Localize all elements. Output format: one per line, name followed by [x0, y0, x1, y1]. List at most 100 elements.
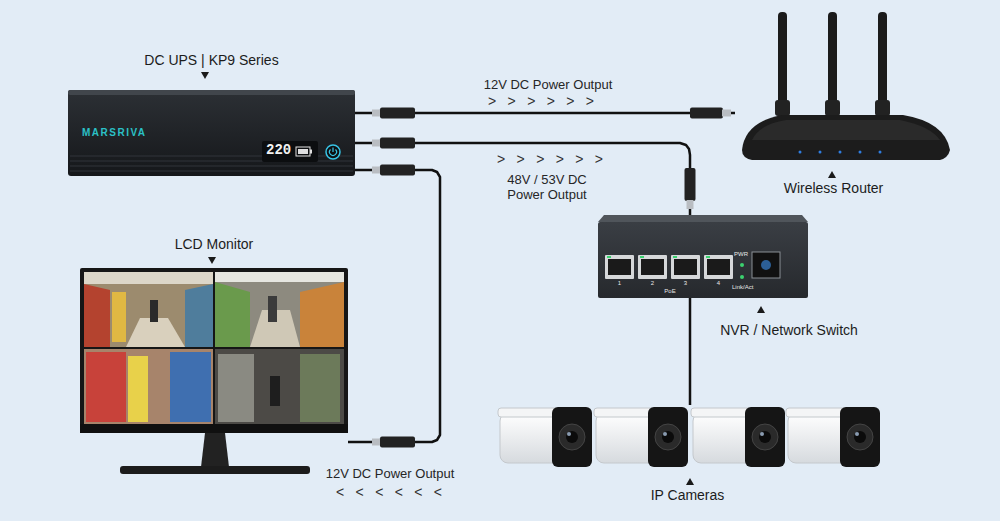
monitor-base [120, 466, 310, 474]
camera-front [840, 407, 880, 467]
port-socket [674, 259, 697, 275]
camera-lens [752, 424, 778, 450]
camera-front [552, 407, 592, 467]
flow-chevrons: > > > > > > [497, 151, 603, 167]
store-shelf [218, 354, 254, 422]
lcd-monitor: LCD Monitor [80, 268, 348, 478]
store-shelf [300, 354, 340, 422]
store-shelf [84, 284, 110, 347]
antenna-base [775, 100, 790, 116]
port-number: 1 [615, 280, 625, 286]
camera-lens [847, 424, 873, 450]
store-floor [126, 318, 185, 347]
antenna-base [825, 100, 840, 116]
camera-lens [655, 424, 681, 450]
pointer-triangle [757, 306, 765, 313]
video-tile [84, 349, 213, 424]
cable-label: 12V DC Power Output [468, 78, 628, 93]
ethernet-port [704, 255, 733, 279]
led-label: PWR [734, 251, 754, 257]
cable-label: 48V / 53V DC Power Output [497, 173, 597, 203]
monitor-bezel [80, 268, 348, 433]
camera-visor [594, 408, 654, 417]
dc-plug-tip [372, 140, 381, 147]
camera-lens [559, 424, 585, 450]
router-led [799, 151, 802, 154]
battery-level [298, 149, 308, 154]
camera-front [648, 407, 688, 467]
monitor-neck [201, 433, 229, 467]
store-shelf [185, 284, 213, 347]
pointer-triangle [201, 72, 209, 79]
flow-chevrons: > > > > > > [488, 93, 594, 109]
camera-front [745, 407, 785, 467]
dc-plug [380, 138, 415, 149]
flow-chevrons: < < < < < < [336, 484, 442, 500]
port-socket [641, 259, 664, 275]
switch-body [598, 222, 808, 298]
device-label: Wireless Router [725, 180, 942, 196]
lens-glint [855, 432, 859, 436]
power-symbol [330, 148, 337, 156]
dc-plug [690, 108, 723, 119]
dc-plug-tip [722, 110, 731, 117]
pointer-triangle [686, 478, 694, 485]
ethernet-port [638, 255, 667, 279]
port-led [673, 256, 677, 258]
cable-label: 12V DC Power Output [320, 467, 460, 482]
monitor-chin [80, 424, 348, 433]
ip-camera-group: IP Cameras [500, 405, 885, 471]
poe-label: PoE [658, 288, 682, 294]
port-socket [608, 259, 631, 275]
router-led [879, 151, 882, 154]
store-shelf [170, 352, 211, 422]
store-shelf [86, 352, 126, 422]
device-label: LCD Monitor [136, 236, 292, 252]
router-antenna [878, 12, 887, 112]
pointer-triangle [828, 171, 836, 178]
device-heading: DC UPS | KP9 Series [68, 52, 355, 68]
port-number: 2 [648, 280, 658, 286]
network-cable [689, 298, 692, 405]
battery-tip [310, 150, 312, 154]
dc-plug [380, 108, 415, 119]
port-number: 4 [714, 280, 724, 286]
router-top [752, 120, 940, 140]
switch-top [598, 215, 808, 222]
port-led [706, 256, 710, 258]
lens-glass [566, 431, 578, 443]
ups-unit: DC UPS | KP9 SeriesMARSRIVA220 [68, 90, 355, 176]
dc-plug-tip [372, 167, 381, 174]
brand-logo: MARSRIVA [82, 127, 182, 139]
shopper-figure [268, 296, 277, 322]
video-tile [215, 349, 344, 424]
antenna-base [875, 100, 890, 116]
device-label: NVR / Network Switch [704, 322, 874, 338]
shopper-figure [150, 300, 158, 322]
shopper-figure [270, 376, 280, 406]
port-socket [707, 259, 730, 275]
lens-glass [854, 431, 866, 443]
lens-glint [760, 432, 764, 436]
wireless-router: Wireless Router [735, 10, 952, 162]
dc-plug-tip [687, 200, 694, 209]
router-led [819, 151, 822, 154]
pointer-triangle [208, 257, 216, 264]
lens-glint [663, 432, 667, 436]
dc-plug [380, 165, 415, 176]
store-shelf [128, 356, 148, 422]
store-shelf [112, 292, 126, 342]
bullet-camera [594, 407, 688, 467]
dc-power-cable [355, 143, 690, 222]
video-tile [84, 272, 213, 347]
store-shelf [215, 282, 250, 347]
dc-plug-tip [372, 110, 381, 117]
status-led [740, 263, 744, 267]
store-ceiling [215, 272, 344, 282]
network-switch: NVR / Network SwitchPWRLink/Act1234PoE [598, 222, 808, 298]
camera-visor [786, 408, 846, 417]
lens-glass [759, 431, 771, 443]
dc-plug [685, 168, 696, 201]
power-button [326, 145, 340, 159]
